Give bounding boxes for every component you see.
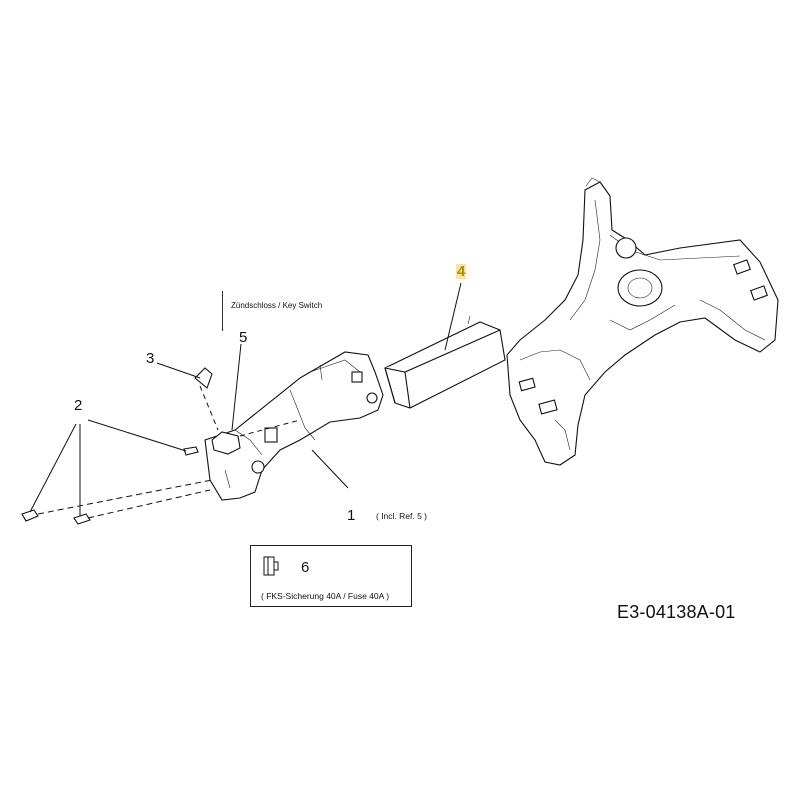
ref-label-3: 3 — [146, 350, 155, 367]
drawing-id: E3-04138A-01 — [617, 602, 736, 622]
key-switch-note: Zündschloss / Key Switch — [231, 301, 323, 310]
fuse-box: 6 ( FKS-Sicherung 40A / Fuse 40A ) — [250, 545, 412, 607]
ref-label-5: 5 — [239, 329, 248, 346]
frame-drawing — [506, 177, 779, 466]
ref-label-4: 4 — [456, 263, 467, 280]
part-2-screws — [21, 446, 199, 525]
part-3-lug — [194, 367, 213, 389]
fuse-note: ( FKS-Sicherung 40A / Fuse 40A ) — [261, 591, 390, 601]
ref-label-2: 2 — [74, 397, 83, 414]
part-1-bracket — [204, 351, 384, 501]
leader-lines — [29, 282, 462, 519]
ref-label-1: 1 — [347, 507, 356, 524]
key-switch-callout: Zündschloss / Key Switch — [222, 291, 348, 331]
ref-label-6: 6 — [301, 559, 310, 576]
incl-ref-note: ( Incl. Ref. 5 ) — [376, 511, 428, 521]
fuse-icon — [263, 556, 279, 576]
part-4-box — [384, 315, 506, 409]
